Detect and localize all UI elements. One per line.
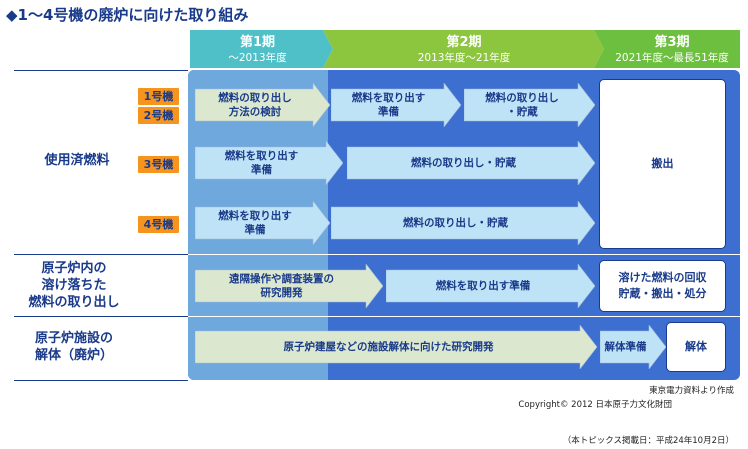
arrow-u12-prepare: 燃料を取り出す準備: [331, 83, 461, 127]
source-note: 東京電力資料より作成: [649, 386, 734, 396]
posted-date: （本トピックス掲載日：平成24年10月2日）: [562, 436, 734, 446]
row-separator: [14, 316, 188, 317]
row-separator: [188, 254, 740, 255]
phase1-header-shape: [190, 30, 333, 68]
arrow-u4-prepare: 燃料を取り出す準備: [195, 201, 330, 245]
phase-header-band: [190, 30, 740, 68]
row-label-debris: 原子炉内の 溶け落ちた 燃料の取り出し: [28, 261, 120, 310]
phase2-header-shape: [323, 30, 604, 68]
arrow-u12-study: 燃料の取り出し方法の検討: [195, 83, 330, 127]
arrow-debris-rd: 遠隔操作や調査装置の研究開発: [195, 264, 383, 308]
row-separator: [188, 316, 740, 317]
row-separator: [14, 70, 188, 71]
phase3-header: 第3期 2021年度～最長51年度: [604, 30, 740, 68]
arrow-u4-storage: 燃料の取り出し・貯蔵: [331, 201, 595, 245]
arrow-u12-storage: 燃料の取り出し・貯蔵: [464, 83, 595, 127]
debris-final-box: 溶けた燃料の回収貯蔵・搬出・処分: [599, 260, 726, 312]
unit-badge-2: 2号機: [138, 107, 179, 124]
row-separator: [14, 380, 188, 381]
unit-badge-4: 4号機: [138, 216, 179, 233]
arrow-u3-prepare: 燃料を取り出す準備: [195, 141, 343, 185]
phase2-header: 第2期 2013年度～21年度: [333, 30, 595, 68]
unit-badge-3: 3号機: [138, 156, 179, 173]
phase2-name: 第2期: [446, 35, 482, 50]
phase3-range: 2021年度～最長51年度: [615, 52, 729, 64]
dismantle-box: 解体: [666, 322, 726, 372]
copyright-note: Copyright© 2012 日本原子力文化財団: [518, 400, 672, 410]
phase1-range: ～2013年度: [228, 52, 287, 64]
arrow-dismantle-prepare: 解体準備: [600, 325, 666, 369]
row-separator: [14, 254, 188, 255]
carry-out-box: 搬出: [599, 79, 726, 249]
page-title: ◆1～4号機の廃炉に向けた取り組み: [6, 6, 249, 24]
arrow-u3-storage: 燃料の取り出し・貯蔵: [347, 141, 595, 185]
row-label-spent-fuel: 使用済燃料: [44, 153, 110, 168]
arrow-debris-prepare: 燃料を取り出す準備: [386, 264, 595, 308]
phase1-header: 第1期 ～2013年度: [190, 30, 325, 68]
arrow-dismantle-rd: 原子炉建屋などの施設解体に向けた研究開発: [195, 325, 597, 369]
phase1-name: 第1期: [239, 35, 276, 50]
row-label-dismantle: 原子炉施設の 解体（廃炉）: [34, 331, 113, 363]
phase2-range: 2013年度～21年度: [417, 52, 511, 64]
phase3-name: 第3期: [654, 35, 690, 50]
phase3-header-shape: [594, 30, 740, 68]
unit-badge-1: 1号機: [138, 88, 179, 105]
